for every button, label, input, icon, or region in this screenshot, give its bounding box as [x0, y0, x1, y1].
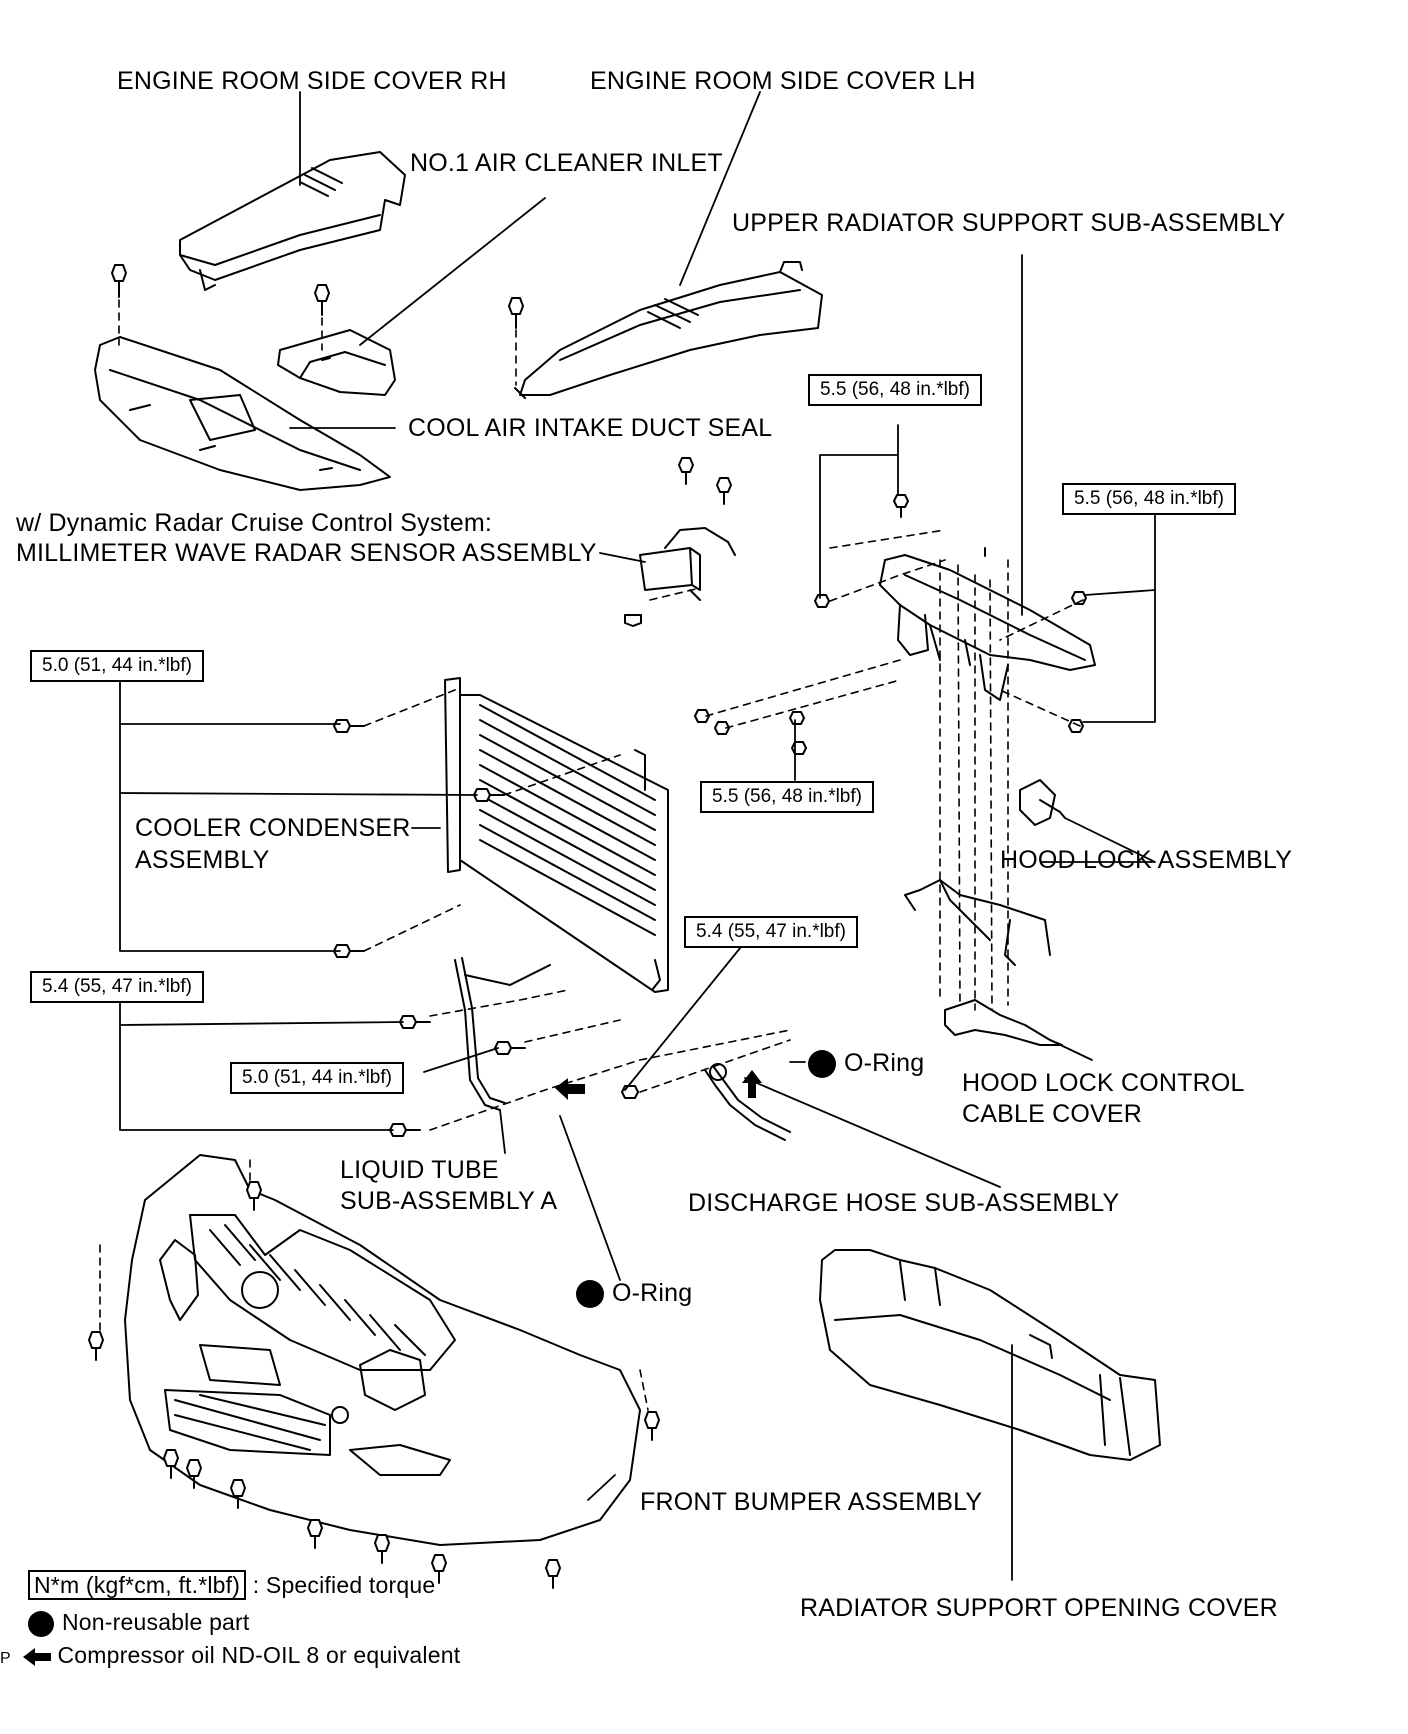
label-engine-room-side-cover-lh: ENGINE ROOM SIDE COVER LH [590, 67, 976, 95]
label-radar-condition: w/ Dynamic Radar Cruise Control System: [16, 509, 492, 537]
front-bumper-part [124, 1154, 641, 1546]
label-cooler-condenser-line2: ASSEMBLY [135, 846, 270, 874]
legend-torque-desc: : Specified torque [252, 1572, 436, 1598]
legend-torque: N*m (kgf*cm, ft.*lbf) : Specified torque [28, 1570, 435, 1600]
dashed-guides [99, 299, 1084, 1411]
legend-non-reusable: Non-reusable part [28, 1607, 250, 1637]
label-radiator-support-opening-cover: RADIATOR SUPPORT OPENING COVER [800, 1594, 1278, 1622]
radar-sensor-part [639, 527, 736, 601]
cooler-condenser-part [444, 677, 669, 993]
liquid-tube-part [454, 957, 551, 1111]
o-ring-lower-text: O-Ring [612, 1279, 693, 1307]
no1-air-cleaner-inlet-part [277, 329, 396, 396]
legend-compressor-oil-text: Compressor oil ND-OIL 8 or equivalent [57, 1642, 461, 1668]
torque-box-discharge: 5.4 (55, 47 in.*lbf) [684, 916, 858, 948]
leader-lines [119, 91, 1156, 1581]
non-reusable-dot-icon [28, 1610, 54, 1637]
torque-box-liquid-tube: 5.0 (51, 44 in.*lbf) [230, 1062, 404, 1094]
torque-box-condenser-bottom: 5.4 (55, 47 in.*lbf) [30, 971, 204, 1003]
label-o-ring-lower: O-Ring [576, 1278, 693, 1309]
non-reusable-dot-icon [808, 1050, 836, 1079]
non-reusable-dot-icon [576, 1280, 604, 1309]
torque-box-upper-c: 5.5 (56, 48 in.*lbf) [700, 781, 874, 813]
label-no1-air-cleaner-inlet: NO.1 AIR CLEANER INLET [410, 149, 723, 177]
label-hood-lock-cable-cover-line2: CABLE COVER [962, 1100, 1143, 1128]
corner-mark: P [0, 1650, 11, 1667]
hood-lock-cable-cover-part [944, 999, 1063, 1046]
label-cool-air-intake-duct-seal: COOL AIR INTAKE DUCT SEAL [408, 414, 773, 442]
legend-non-reusable-text: Non-reusable part [62, 1609, 250, 1635]
label-liquid-tube-line2: SUB-ASSEMBLY A [340, 1187, 558, 1215]
oil-arrow-icon [23, 1647, 52, 1666]
label-upper-radiator-support: UPPER RADIATOR SUPPORT SUB-ASSEMBLY [732, 209, 1286, 237]
hood-lock-cable-part [904, 879, 1051, 966]
upper-radiator-support-part [879, 554, 1096, 701]
label-engine-room-side-cover-rh: ENGINE ROOM SIDE COVER RH [117, 67, 507, 95]
label-o-ring-right: O-Ring [808, 1048, 925, 1079]
label-hood-lock-cable-cover-line1: HOOD LOCK CONTROL [962, 1069, 1245, 1097]
bolts [88, 264, 1087, 1589]
discharge-hose-part [704, 1063, 791, 1141]
label-front-bumper: FRONT BUMPER ASSEMBLY [640, 1488, 983, 1516]
engine-room-side-cover-rh-part [179, 151, 406, 291]
torque-box-upper-a: 5.5 (56, 48 in.*lbf) [808, 374, 982, 406]
legend-compressor-oil: P Compressor oil ND-OIL 8 or equivalent [0, 1640, 460, 1674]
label-hood-lock-assembly: HOOD LOCK ASSEMBLY [1000, 846, 1293, 874]
legend-torque-unit: N*m (kgf*cm, ft.*lbf) [28, 1570, 247, 1600]
o-ring-right-text: O-Ring [844, 1049, 925, 1077]
cool-air-intake-duct-seal-part [94, 336, 391, 491]
radiator-support-opening-cover-part [819, 1249, 1161, 1461]
oil-arrows [555, 1070, 762, 1100]
torque-box-condenser-top: 5.0 (51, 44 in.*lbf) [30, 650, 204, 682]
label-discharge-hose: DISCHARGE HOSE SUB-ASSEMBLY [688, 1189, 1120, 1217]
label-cooler-condenser-line1: COOLER CONDENSER [135, 814, 411, 842]
hood-lock-part [1019, 779, 1066, 826]
label-radar-sensor: MILLIMETER WAVE RADAR SENSOR ASSEMBLY [16, 539, 597, 567]
torque-box-upper-b: 5.5 (56, 48 in.*lbf) [1062, 483, 1236, 515]
label-liquid-tube-line1: LIQUID TUBE [340, 1156, 499, 1184]
engine-room-side-cover-lh-part [514, 261, 823, 399]
